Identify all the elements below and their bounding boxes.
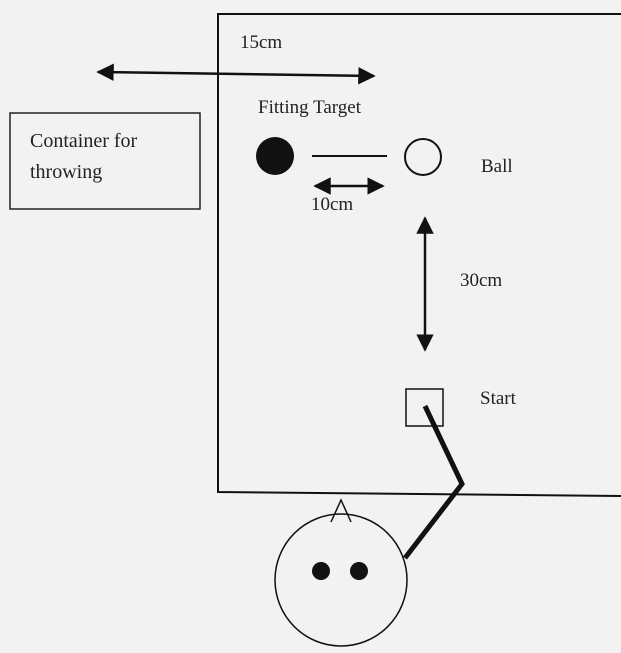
ball-label: Ball: [481, 156, 513, 177]
arm-pointer: [405, 406, 462, 558]
distance-dimension-label: 30cm: [460, 270, 502, 291]
subject-eye-left: [312, 562, 330, 580]
fitting-target: [256, 137, 294, 175]
play-area-border: [218, 14, 621, 496]
width-dimension-label: 15cm: [240, 32, 282, 53]
gap-dimension-label: 10cm: [311, 194, 353, 215]
width-dimension-arrow: [98, 72, 374, 76]
subject-head: [275, 514, 407, 646]
start-label: Start: [480, 388, 517, 409]
subject-nose: [331, 500, 351, 522]
container-label-line1: Container for: [30, 130, 138, 152]
ball: [405, 139, 441, 175]
subject-eye-right: [350, 562, 368, 580]
fitting-target-label: Fitting Target: [258, 97, 362, 118]
container-label-line2: throwing: [30, 161, 102, 183]
